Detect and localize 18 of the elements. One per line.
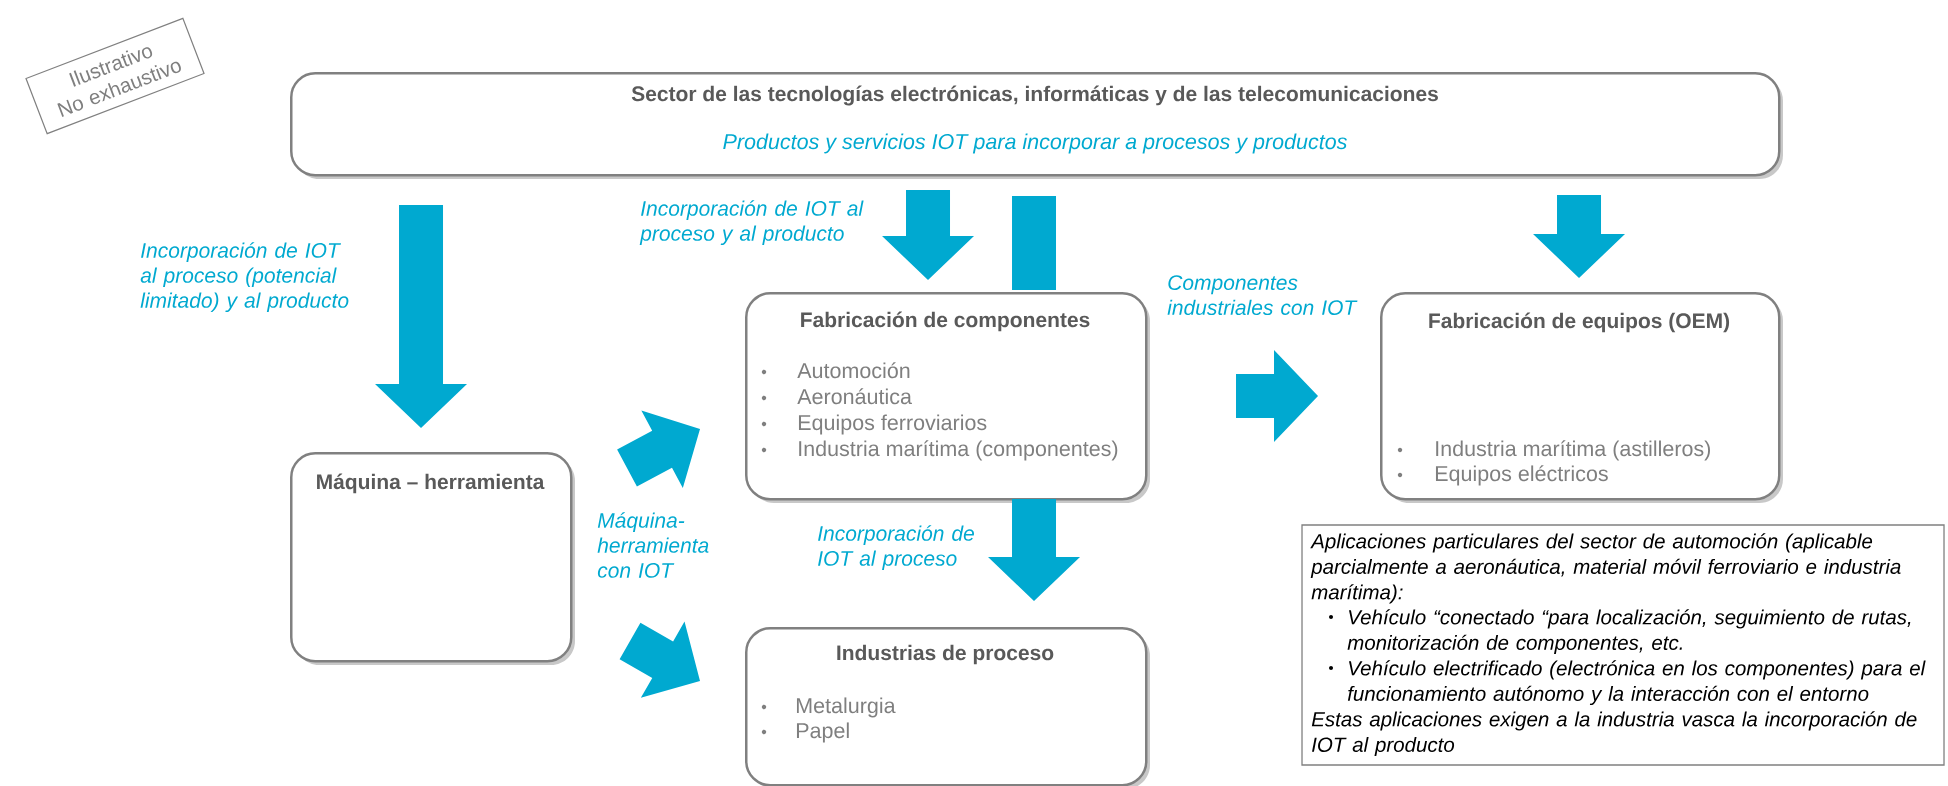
process-box: Máquina – herramienta [290,452,575,665]
block-arrow [375,205,467,428]
bullet-item: Metalurgia [761,697,896,718]
edge-label: Incorporación de IOT al proceso [818,525,974,570]
edge-label: Incorporación de IOT al proceso y al producto [639,200,864,245]
flow-label: Máquina-herramienta con IOT [597,512,709,578]
bullet-item: Papel [761,722,849,743]
edge-label: Incorporación de IOT al proceso (potencial limitado) y al producto [140,242,349,312]
block-arrow [882,190,974,280]
block-arrow [617,410,700,489]
edge-label: Componentes industriales con IOT [1167,275,1358,316]
note-box: Aplicaciones particulares del sector de automoción (aplicable parcialmente a aeronáutica, material móvil ferroviario e industria marítima): Vehículo “conectado “para localización, seguimiento de rutas, monitorización de componentes, etc. Vehículo electrificado (electrónica en los componentes) para el funcionamiento autónomo y la interacción con el entorno Estas aplicaciones exigen a la industria vasca la incorporación de IOT al producto [1301,524,1945,766]
block-arrow [1236,350,1318,442]
block-arrow [1012,196,1056,290]
block-arrow [988,499,1080,601]
block-arrow [1533,195,1625,278]
block-arrow [619,621,700,698]
sector-box: Sector de las tecnologías electrónicas, informáticas y de las telecomunicaciones Productos y servicios IOT para incorporar a procesos y productos [290,72,1783,179]
